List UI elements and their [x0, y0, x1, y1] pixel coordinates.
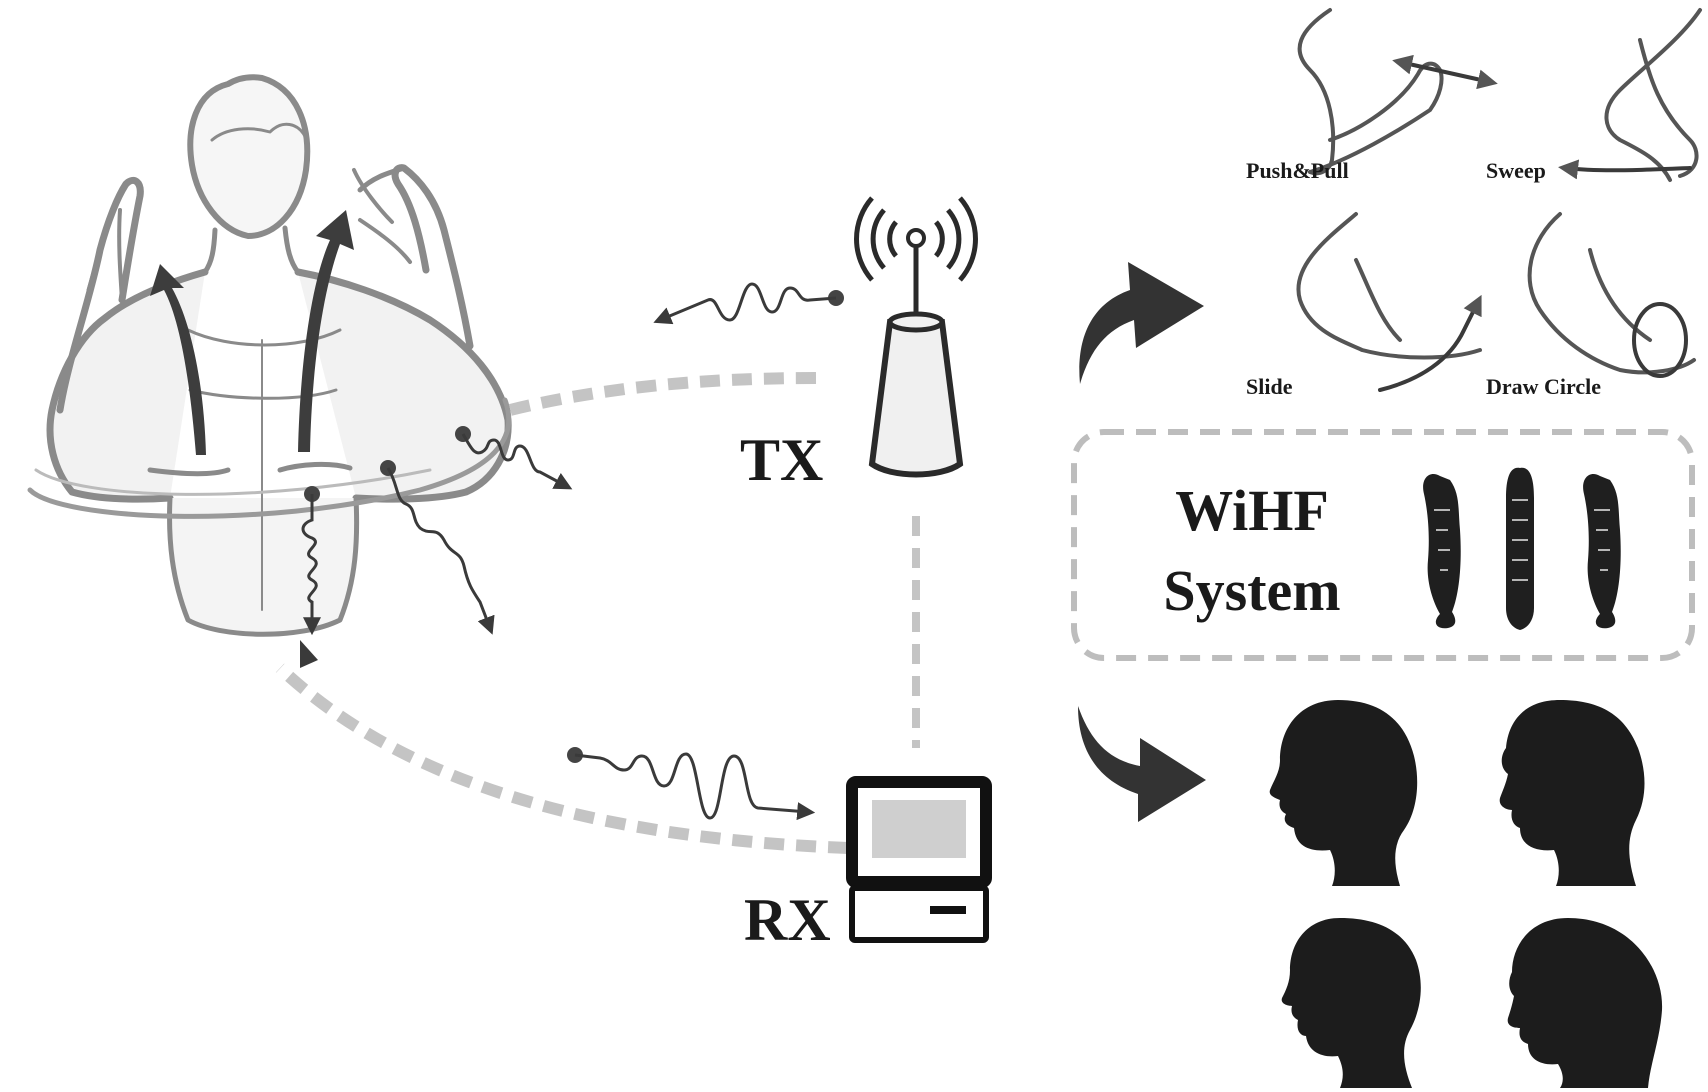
reflected-signals	[301, 426, 573, 636]
head-silhouette-icon	[1269, 700, 1418, 886]
head-silhouette-icon	[1499, 700, 1645, 886]
system-title-line2: System	[1163, 558, 1340, 623]
rx-return-arrowhead	[300, 640, 318, 668]
human-torso-sketch	[27, 74, 512, 637]
gesture-label: Draw Circle	[1486, 374, 1601, 399]
seal-markings	[1434, 499, 1610, 581]
gesture-draw-circle	[1527, 212, 1696, 378]
gesture-label: Push&Pull	[1246, 158, 1349, 183]
head-silhouette-icon	[1507, 918, 1663, 1088]
user-silhouettes	[1269, 700, 1663, 1088]
wihf-system-box: WiHF System	[1071, 429, 1695, 661]
ancient-seal-icon	[1423, 467, 1621, 630]
tx-label: TX	[740, 427, 823, 493]
gesture-sweep	[1558, 8, 1702, 182]
wifi-router-icon	[854, 196, 978, 478]
gesture-push-pull	[1297, 8, 1498, 176]
system-title-line1: WiHF	[1175, 478, 1329, 543]
identity-output-arrow	[1078, 706, 1206, 822]
computer-icon	[846, 776, 992, 943]
head-silhouette-icon	[1281, 918, 1421, 1088]
output-arrows	[1078, 262, 1206, 822]
gesture-labels: Push&Pull Sweep Slide Draw Circle	[1246, 158, 1601, 399]
rx-label: RX	[744, 887, 831, 953]
tx-emitted-signal	[653, 282, 844, 325]
gesture-sketches	[1296, 8, 1702, 392]
gesture-slide	[1296, 212, 1482, 392]
rx-incoming-signal	[567, 747, 816, 821]
motion-arrows	[150, 210, 354, 455]
gesture-label: Slide	[1246, 374, 1293, 399]
gesture-label: Sweep	[1486, 158, 1546, 183]
gesture-output-arrow	[1079, 262, 1204, 384]
signal-paths	[275, 372, 920, 854]
